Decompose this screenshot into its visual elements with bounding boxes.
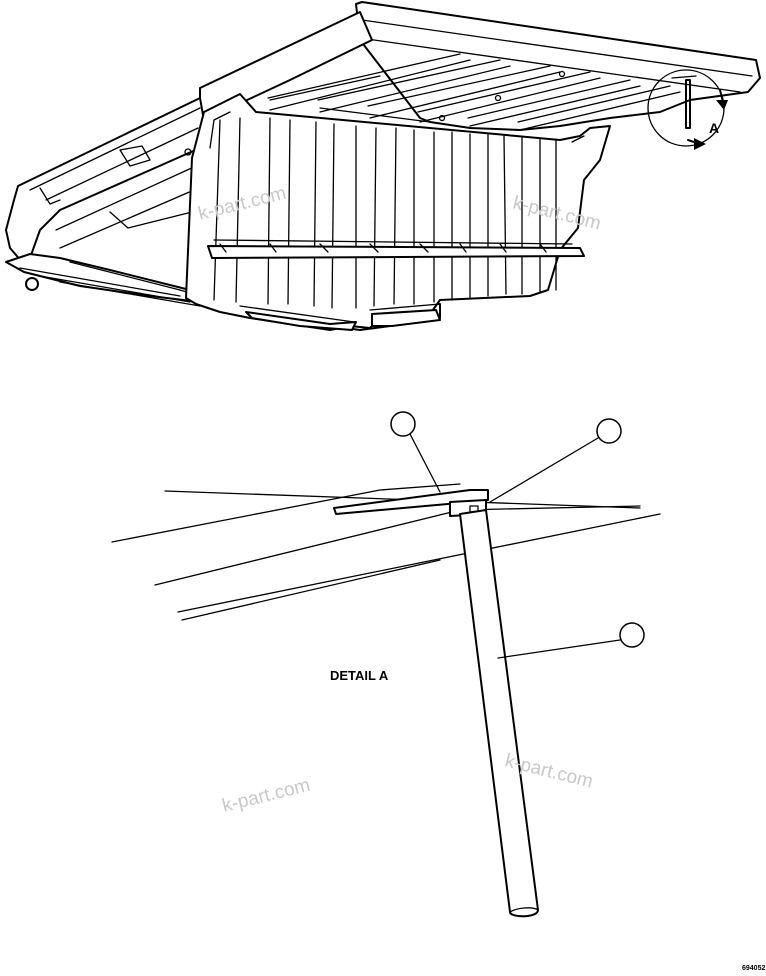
item-balloon-2: [596, 418, 622, 444]
dump-body-illustration: [5, 1, 761, 331]
watermark-3: k-part.com: [220, 775, 312, 817]
pivot-pin-icon: [25, 277, 39, 291]
support-rod: [459, 509, 539, 918]
detail-title: DETAIL A: [330, 668, 389, 683]
detail-a-illustration: [111, 433, 661, 918]
item-balloon-1: [390, 411, 416, 437]
figure-number: 694052: [742, 965, 765, 972]
callout-letter-a: A: [709, 120, 719, 136]
item-balloon-3: [619, 622, 645, 648]
